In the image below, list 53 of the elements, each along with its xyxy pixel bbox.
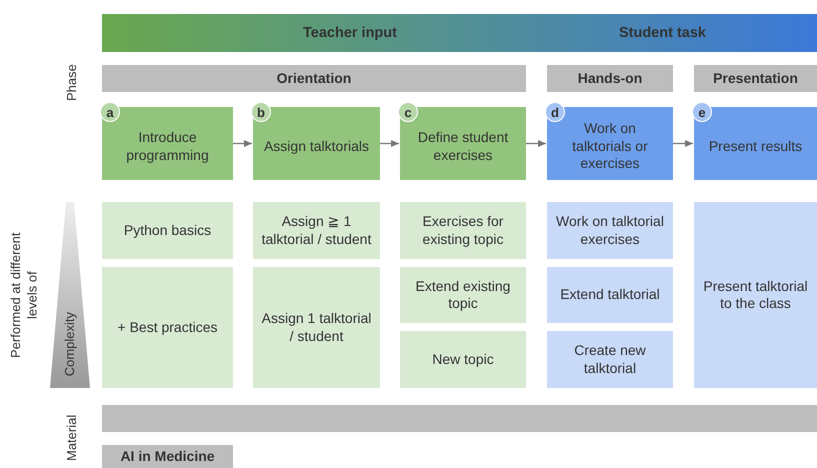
activity-box [102,202,233,259]
activity-box [400,267,526,323]
step-letter: a [100,102,120,122]
row-title: Material [64,413,80,463]
step-letter: c [398,102,418,122]
activity-text: Extend talktorial [559,286,661,304]
bar-title: Orientation [276,70,352,88]
activity-text: Python basics [122,222,212,240]
step-text: Present results [708,136,804,156]
phase-bar [547,65,673,92]
row-title: Performed at different levels of [8,231,40,360]
activity-box [547,267,673,323]
axis-title: Complexity [62,312,78,376]
row-title: Phase [64,63,80,103]
phase-bar [694,65,817,92]
activity-box [102,267,233,388]
activity-text: Extend existing topic [414,278,512,312]
activity-text: New topic [431,350,495,368]
activity-box [253,267,380,388]
activity-box [400,202,526,259]
activity-box [547,202,673,259]
activity-box [694,202,817,388]
activity-box [547,331,673,388]
phase-banner [102,14,817,52]
activity-text: Create new talktorial [573,342,647,377]
arrow [526,140,546,148]
phase-heading: Teacher input [302,24,398,42]
activity-box [400,331,526,388]
phase-heading: Student task [618,24,707,42]
activity-text: Exercises for existing topic [422,213,504,248]
material-bar [102,405,817,432]
activity-text: Assign 1 talktorial / student [260,310,372,345]
step-text: Define student exercises [416,128,510,164]
step-letter: d [545,102,565,122]
activity-text: + Best practices [116,318,218,336]
step-letter: b [251,102,271,122]
complexity-triangle [50,202,90,388]
phase-bar [102,65,526,92]
activity-box [253,202,380,259]
step-text: Assign talktorials [262,136,370,156]
step-text: Work on talktorials or exercises [571,119,649,173]
bar-title: Hands-on [576,70,644,88]
activity-text: Assign ≧ 1 talktorial / student [260,213,372,248]
step-letter: e [692,102,712,122]
material-bar [102,445,233,468]
activity-text: Work on talktorial exercises [555,213,665,248]
arrow [233,140,252,148]
bar-title: AI in Medicine [119,448,216,466]
arrow [380,140,399,148]
bar-title: Presentation [712,70,799,88]
activity-text: Present talktorial to the class [702,278,809,312]
step-text: Introduce programming [125,128,210,164]
arrow [673,140,693,148]
